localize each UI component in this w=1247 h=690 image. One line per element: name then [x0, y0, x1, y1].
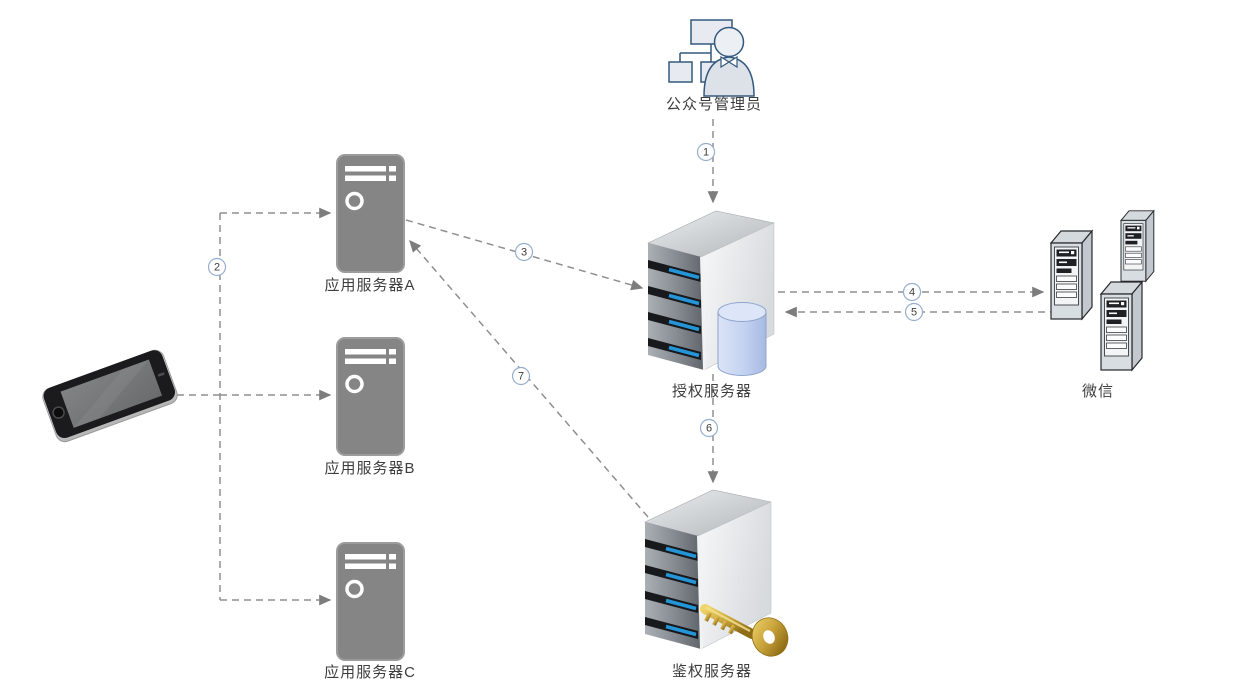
- org-chart-connector: [679, 44, 712, 62]
- app-server-a-label: 应用服务器A: [324, 276, 415, 294]
- wechat-tower-mid: [1100, 281, 1143, 371]
- phone-icon: [42, 349, 178, 443]
- authn-server-icon: [643, 488, 789, 657]
- svg-text:4: 4: [909, 287, 915, 299]
- authn-server-label: 鉴权服务器: [672, 663, 752, 680]
- phone-screen: [60, 359, 163, 428]
- wechat-tower-front: [1050, 230, 1093, 320]
- wechat-cluster-icon: [1050, 210, 1155, 371]
- step-badge-1: 1: [696, 142, 716, 162]
- admin-icon: [668, 19, 755, 97]
- app-server-c-icon: [335, 541, 406, 662]
- connectors: [177, 119, 1057, 606]
- key-icon: [700, 604, 789, 657]
- auth-server-label: 授权服务器: [672, 383, 752, 400]
- auth-server-icon: [646, 209, 776, 376]
- person-head: [713, 26, 745, 58]
- admin-label: 公众号管理员: [666, 96, 762, 113]
- svg-text:1: 1: [703, 147, 709, 159]
- svg-text:3: 3: [521, 247, 527, 259]
- svg-text:7: 7: [518, 371, 524, 383]
- org-chart-left-box: [668, 61, 693, 83]
- svg-text:6: 6: [706, 423, 712, 435]
- app-server-b-icon: [335, 336, 406, 457]
- step-badge-4: 4: [902, 282, 922, 302]
- step-badge-3: 3: [514, 242, 534, 262]
- step-badge-5: 5: [904, 302, 924, 322]
- step-badge-7: 7: [511, 366, 531, 386]
- app-server-b-label: 应用服务器B: [324, 459, 415, 477]
- svg-text:5: 5: [911, 307, 917, 319]
- phone-speaker: [157, 372, 165, 377]
- step-badge-2: 2: [207, 257, 227, 277]
- phone-home-button: [52, 406, 65, 419]
- app-server-a-icon: [335, 153, 406, 274]
- app-server-c-label: 应用服务器C: [324, 663, 416, 681]
- step-badge-6: 6: [699, 418, 719, 438]
- person-bowtie: [720, 55, 738, 69]
- wechat-label: 微信: [1082, 383, 1114, 400]
- database-icon: [717, 302, 767, 376]
- step-badges: 1 2 3 4 5 6 7: [207, 142, 924, 438]
- wechat-tower-back: [1120, 210, 1155, 282]
- svg-text:2: 2: [214, 262, 220, 274]
